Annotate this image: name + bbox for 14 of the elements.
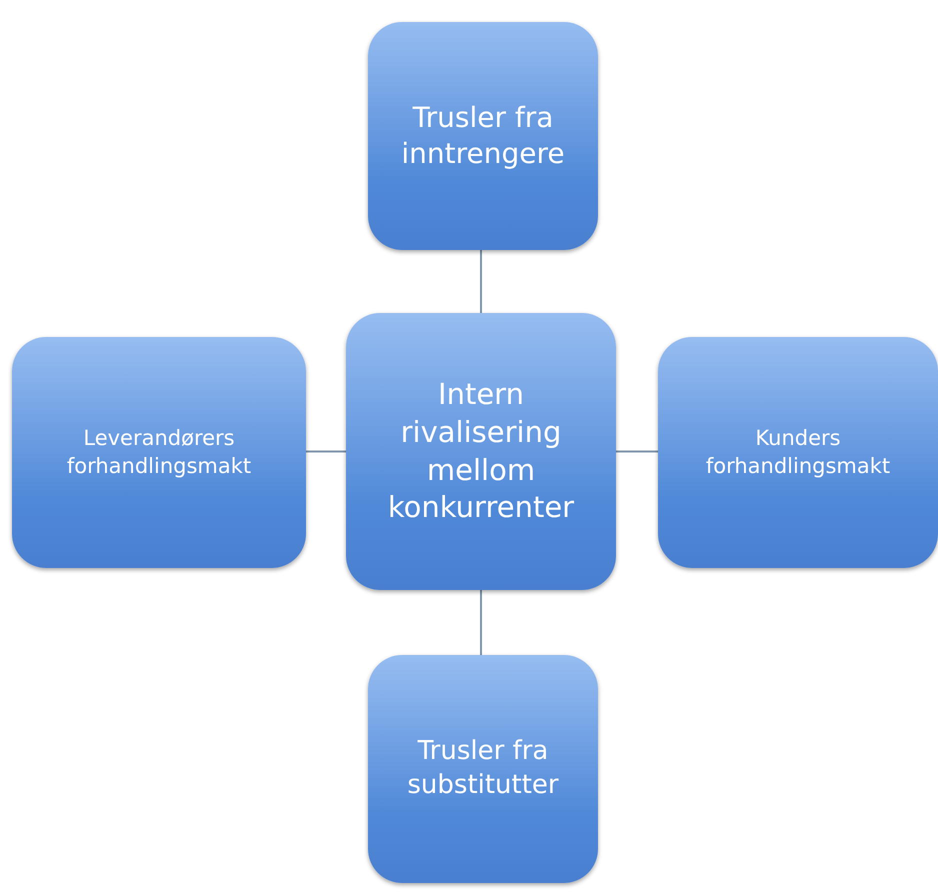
connector-line (616, 450, 658, 452)
connector-line (306, 450, 346, 452)
box-label: Kunders forhandlingsmakt (704, 425, 892, 480)
connector-line (480, 250, 482, 313)
box-label: Trusler fra inntrengere (400, 100, 566, 172)
rounded-box (658, 337, 938, 568)
box-label: Intern rivalisering mellom konkurrenter (386, 376, 576, 526)
rounded-box (346, 313, 616, 590)
box-label: Leverandørers forhandlingsmakt (66, 425, 252, 480)
box-label: Trusler fra substitutter (406, 735, 560, 802)
rounded-box (368, 22, 598, 250)
rounded-box (12, 337, 306, 568)
connector-line (480, 590, 482, 655)
rounded-box (368, 655, 598, 883)
